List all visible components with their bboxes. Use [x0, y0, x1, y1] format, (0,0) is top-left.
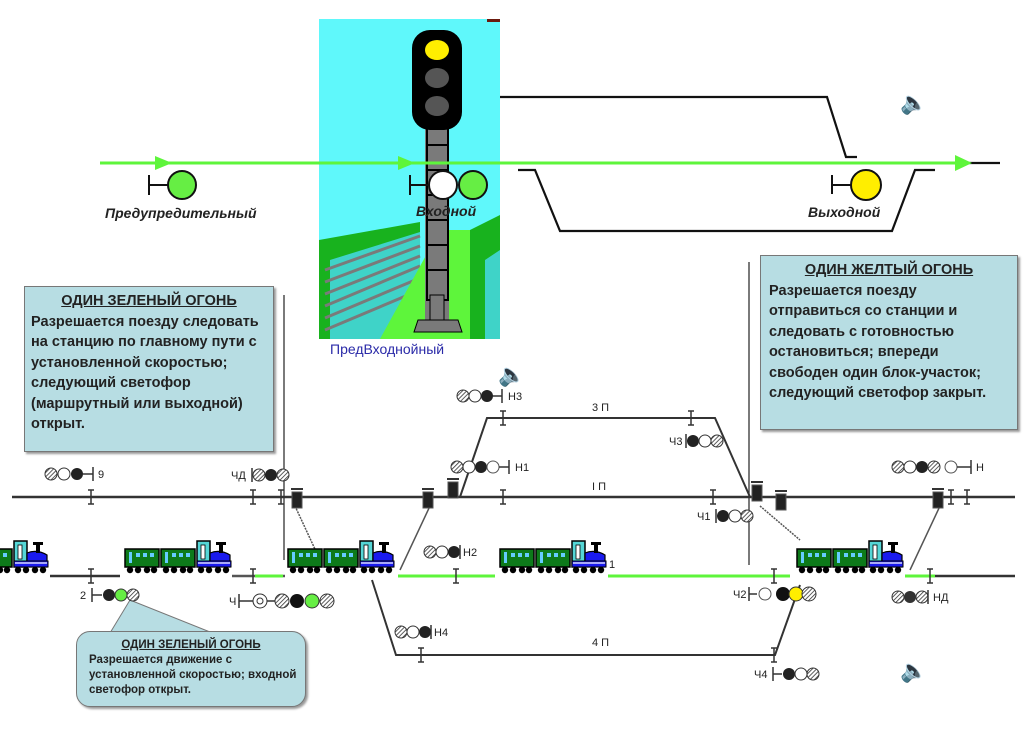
signal-hd[interactable]: [891, 590, 929, 604]
note-text: Разрешается движение с установленной ско…: [89, 654, 297, 696]
warning-signal[interactable]: [148, 170, 197, 200]
signal-h[interactable]: [891, 460, 972, 474]
signal-ch2-label: Ч2: [733, 589, 746, 601]
note-green-entry: ОДИН ЗЕЛЕНЫЙ ОГОНЬ Разрешается поезду сл…: [24, 286, 274, 452]
yellow-lamp: [425, 40, 449, 60]
signal-2-label: 2: [80, 590, 86, 602]
signal-h3[interactable]: [456, 389, 503, 403]
train: [124, 540, 232, 574]
train: [287, 540, 395, 574]
signal-ch1-label: Ч1: [697, 511, 710, 523]
track-label-1: 1: [609, 559, 615, 571]
speaker-icon[interactable]: 🔈: [900, 658, 928, 683]
signal-ch4-label: Ч4: [754, 669, 767, 681]
signal-h3-label: Н3: [508, 391, 522, 403]
track-label-3: 3 П: [592, 402, 609, 414]
signal-ch-label: Ч: [229, 596, 236, 608]
picture-caption: ПредВходнойный: [330, 341, 444, 357]
exit-signal[interactable]: [831, 169, 882, 201]
exit-signal-label: Выходной: [808, 204, 881, 220]
track-3: [459, 417, 751, 498]
signal-ch3-label: Ч3: [669, 436, 682, 448]
train: [796, 540, 904, 574]
note-text: Разрешается поезду следовать на станцию …: [31, 313, 259, 433]
signal-ch3[interactable]: [685, 434, 724, 448]
signal-2[interactable]: [91, 588, 140, 602]
train: [499, 540, 607, 574]
signal-9-label: 9: [98, 469, 104, 481]
signal-chd-label: ЧД: [231, 470, 246, 482]
siding-upper-track: [460, 95, 857, 159]
signal-h2[interactable]: [423, 545, 461, 559]
route-arrow: [100, 155, 972, 171]
siding-lower-track: [518, 168, 935, 233]
signal-ch[interactable]: [238, 593, 335, 609]
note-title: ОДИН ЗЕЛЕНЫЙ ОГОНЬ: [121, 639, 261, 651]
signal-h4[interactable]: [394, 625, 432, 639]
entry-signal[interactable]: [409, 170, 488, 200]
signal-h1[interactable]: [450, 460, 510, 474]
signal-h-label: Н: [976, 462, 984, 474]
signal-ch2[interactable]: [748, 586, 817, 602]
signal-9[interactable]: [44, 467, 94, 481]
track-label-1-main: I П: [592, 481, 606, 493]
signal-ch1[interactable]: [715, 509, 754, 523]
note-yellow-exit: ОДИН ЖЕЛТЫЙ ОГОНЬ Разрешается поезду отп…: [760, 255, 1018, 430]
speaker-icon[interactable]: 🔈: [900, 90, 928, 115]
train: [0, 540, 49, 574]
signal-h1-label: Н1: [515, 462, 529, 474]
note-text: Разрешается поезду отправиться со станци…: [769, 282, 987, 402]
speaker-icon[interactable]: 🔈: [498, 362, 526, 387]
track-label-4: 4 П: [592, 637, 609, 649]
warning-signal-label: Предупредительный: [105, 205, 257, 221]
note-green-warning: ОДИН ЗЕЛЕНЫЙ ОГОНЬ Разрешается движение …: [76, 631, 306, 707]
station-tracks: [12, 410, 1015, 663]
note-title: ОДИН ЗЕЛЕНЫЙ ОГОНЬ: [61, 293, 237, 309]
note-title: ОДИН ЖЕЛТЫЙ ОГОНЬ: [804, 262, 974, 278]
signal-h4-label: Н4: [434, 627, 448, 639]
signal-ch4[interactable]: [772, 667, 820, 681]
track-4: [371, 579, 801, 656]
signal-h2-label: Н2: [463, 547, 477, 559]
entry-signal-label: Входной: [416, 203, 477, 219]
signal-chd[interactable]: [251, 468, 290, 482]
signal-hd-label: НД: [933, 592, 949, 604]
